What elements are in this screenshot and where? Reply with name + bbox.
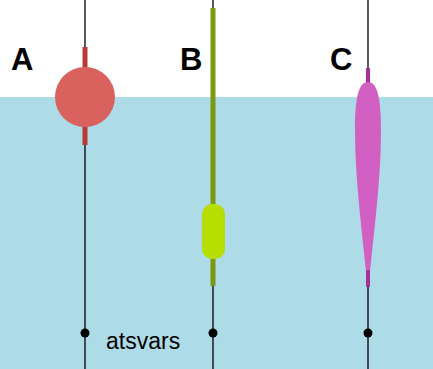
round-float xyxy=(55,67,115,127)
sinker xyxy=(364,329,373,338)
teardrop-float xyxy=(355,82,381,272)
float-stem xyxy=(366,270,370,287)
sinker xyxy=(209,329,218,338)
float-letter: A xyxy=(11,44,33,75)
float-body xyxy=(202,204,225,259)
sinker xyxy=(81,329,90,338)
float-letter: C xyxy=(330,44,352,75)
float-letter: B xyxy=(180,44,202,75)
sinker-label: atsvars xyxy=(106,330,180,353)
